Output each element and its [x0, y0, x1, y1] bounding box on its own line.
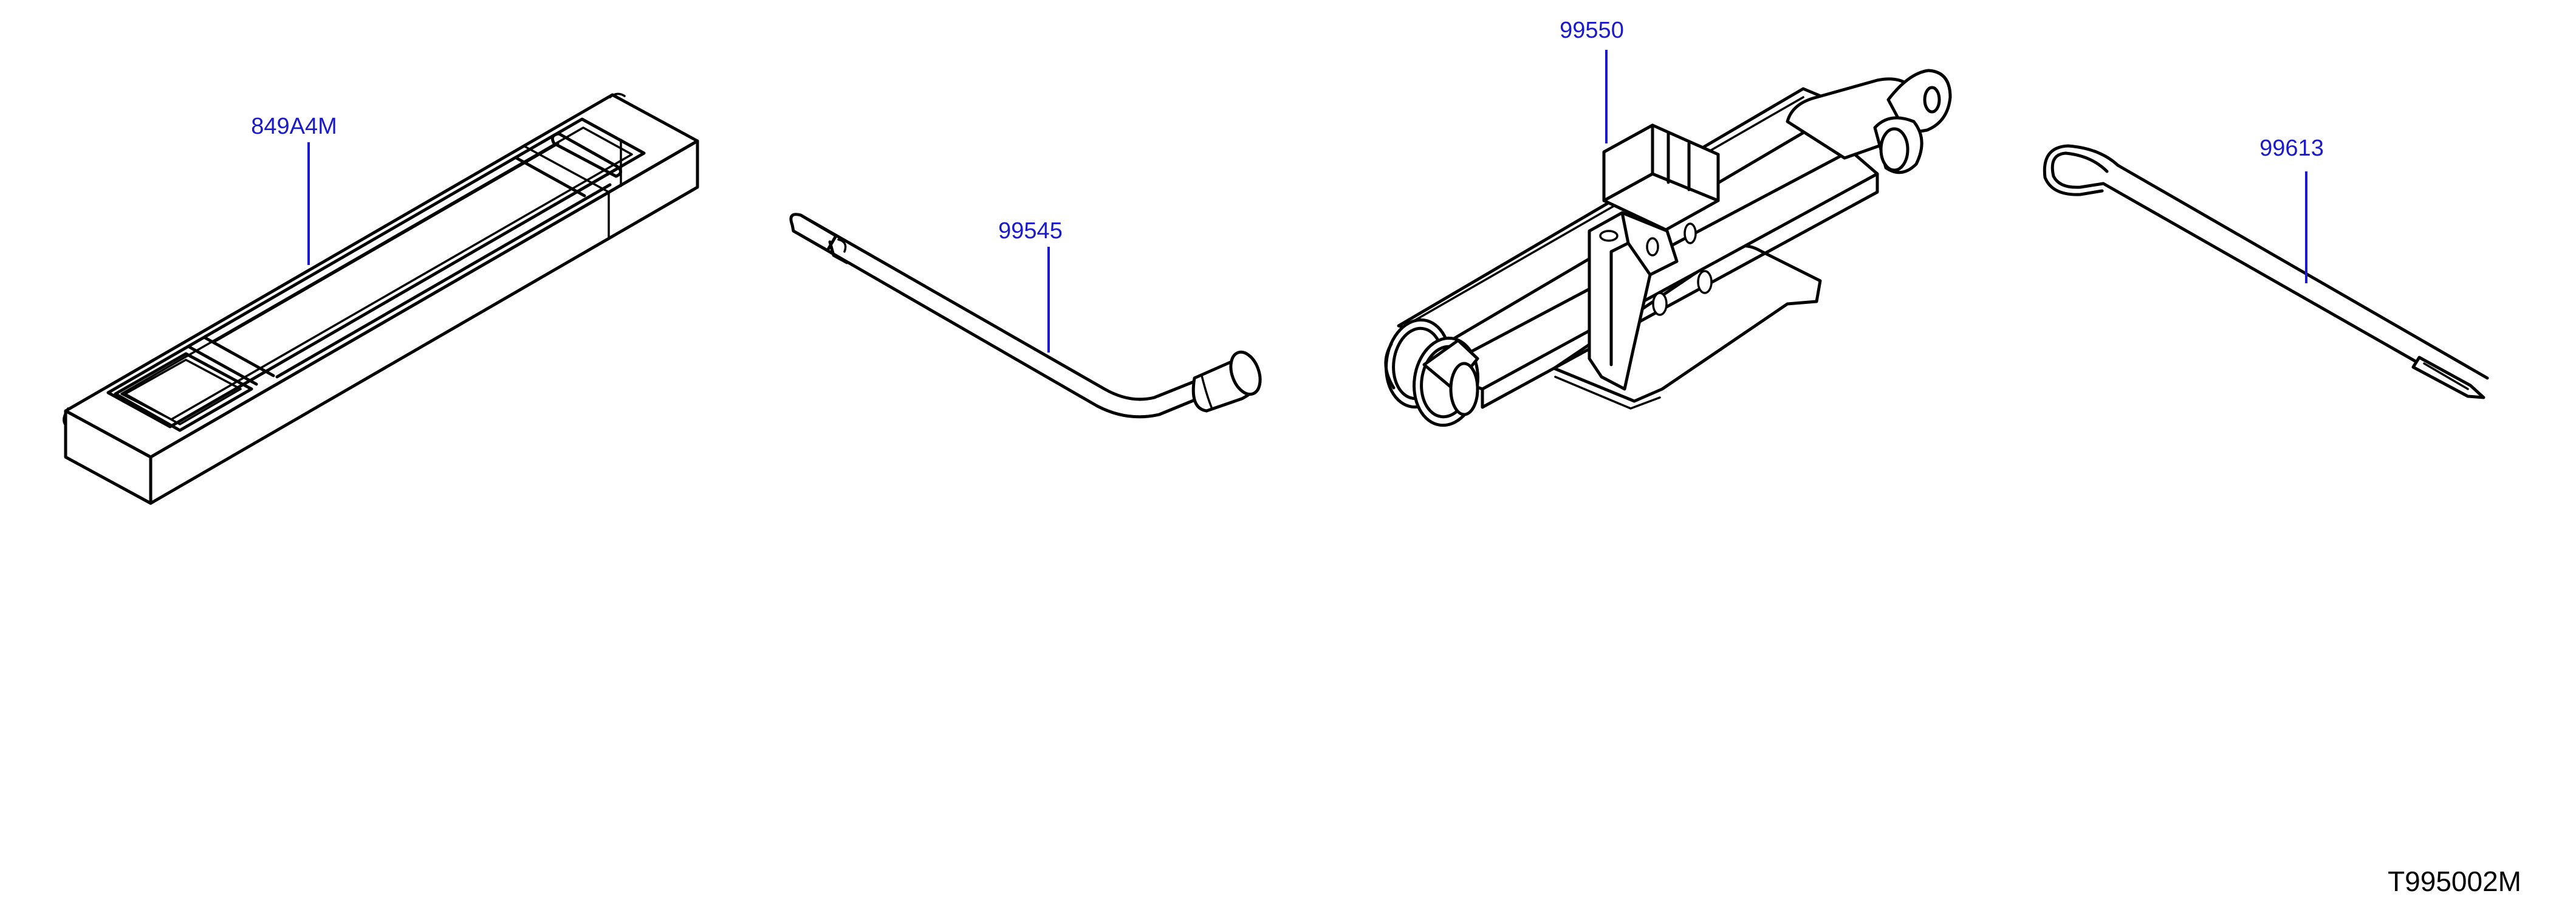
diagram-id-code: T995002M [2388, 866, 2521, 897]
part-label-849a4m: 849A4M [251, 114, 337, 139]
scissor-jack-icon [1384, 69, 1952, 427]
part-label-99545: 99545 [998, 218, 1063, 244]
part-label-99613: 99613 [2259, 136, 2324, 161]
wheel-nut-wrench-icon [789, 213, 1262, 419]
part-label-99550: 99550 [1560, 18, 1624, 43]
tool-bag-icon [63, 92, 699, 505]
jack-handle-rod-icon [2043, 144, 2489, 399]
